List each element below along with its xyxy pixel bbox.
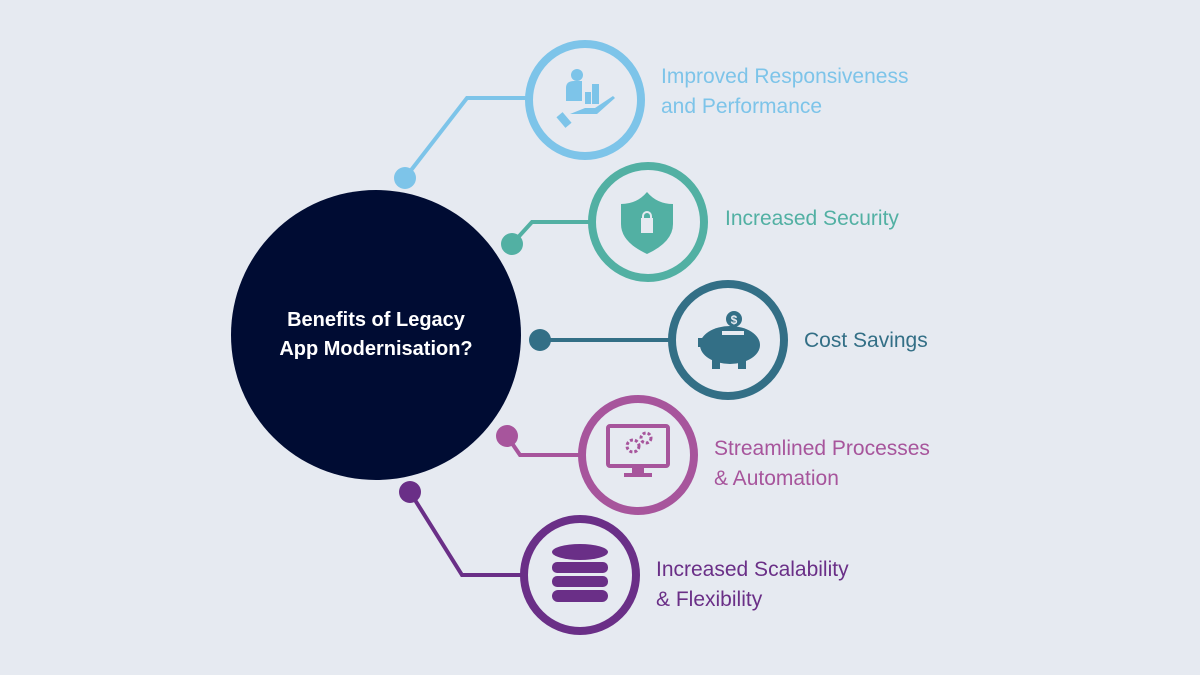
benefit-circle-3 xyxy=(668,280,788,400)
hand-chart-icon xyxy=(556,69,615,128)
benefit-label-responsiveness: Improved Responsiveness and Performance xyxy=(661,62,908,122)
benefit-circle-4 xyxy=(578,395,698,515)
label-line: & Flexibility xyxy=(656,588,763,611)
connector-2 xyxy=(510,220,590,246)
label-line: Cost Savings xyxy=(804,329,928,352)
connector-dot-5 xyxy=(399,481,421,503)
center-title: Benefits of Legacy App Modernisation? xyxy=(231,190,521,480)
benefit-label-automation: Streamlined Processes & Automation xyxy=(714,434,930,494)
label-line: & Automation xyxy=(714,467,839,490)
shield-lock-icon xyxy=(621,192,673,254)
label-line: Increased Scalability xyxy=(656,558,849,581)
label-line: and Performance xyxy=(661,95,823,118)
benefit-circle-5 xyxy=(520,515,640,635)
svg-text:$: $ xyxy=(731,313,738,327)
label-line: Improved Responsiveness xyxy=(661,65,909,88)
database-icon xyxy=(552,544,608,602)
connector-dot-4 xyxy=(496,425,518,447)
benefit-label-cost-savings: Cost Savings xyxy=(804,326,928,356)
center-circle xyxy=(231,190,521,480)
benefit-label-scalability: Increased Scalability & Flexibility xyxy=(656,555,849,615)
piggy-bank-icon: $ xyxy=(698,311,760,369)
connector-5 xyxy=(408,490,524,577)
connector-dot-1 xyxy=(394,167,416,189)
center-title-line2: App Modernisation? xyxy=(279,338,473,360)
benefit-label-security: Increased Security xyxy=(725,204,899,234)
label-line: Increased Security xyxy=(725,207,899,230)
label-line: Streamlined Processes xyxy=(714,437,930,460)
connector-dot-2 xyxy=(501,233,523,255)
benefit-circle-1 xyxy=(525,40,645,160)
center-title-line1: Benefits of Legacy xyxy=(287,309,465,331)
connector-1 xyxy=(403,96,527,180)
connector-dot-3 xyxy=(529,329,551,351)
monitor-gears-icon xyxy=(606,424,670,477)
benefit-circle-2 xyxy=(588,162,708,282)
